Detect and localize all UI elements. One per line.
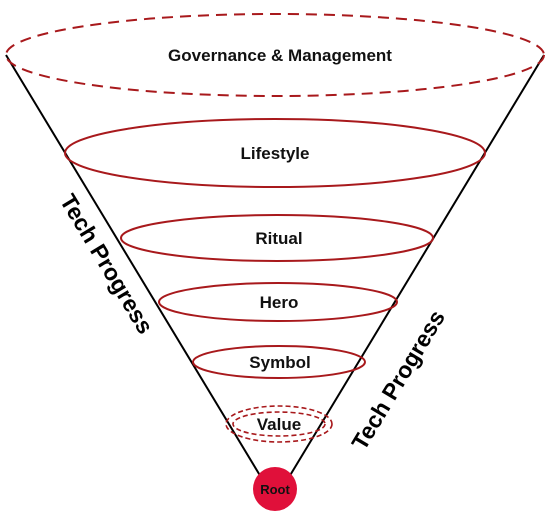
- hero-label: Hero: [260, 293, 299, 312]
- root-circle: [253, 467, 297, 511]
- symbol-label: Symbol: [249, 353, 310, 372]
- root-label: Root: [260, 482, 290, 497]
- governance-label: Governance & Management: [168, 46, 392, 65]
- lifestyle-label: Lifestyle: [241, 144, 310, 163]
- left-tech-progress-label: Tech Progress: [55, 189, 159, 338]
- cone-left-edge: [5, 54, 271, 493]
- symbol-ring: [192, 345, 366, 379]
- lifestyle-ring: [64, 118, 486, 188]
- value-ring-outer: [225, 405, 333, 443]
- value-label: Value: [257, 415, 301, 434]
- ritual-label: Ritual: [255, 229, 302, 248]
- cone-right-edge: [279, 54, 545, 493]
- value-ring-inner: [232, 411, 326, 437]
- governance-ellipse: [5, 13, 545, 97]
- hero-ring: [158, 282, 398, 322]
- right-tech-progress-label: Tech Progress: [346, 305, 450, 454]
- ritual-ring: [120, 214, 434, 262]
